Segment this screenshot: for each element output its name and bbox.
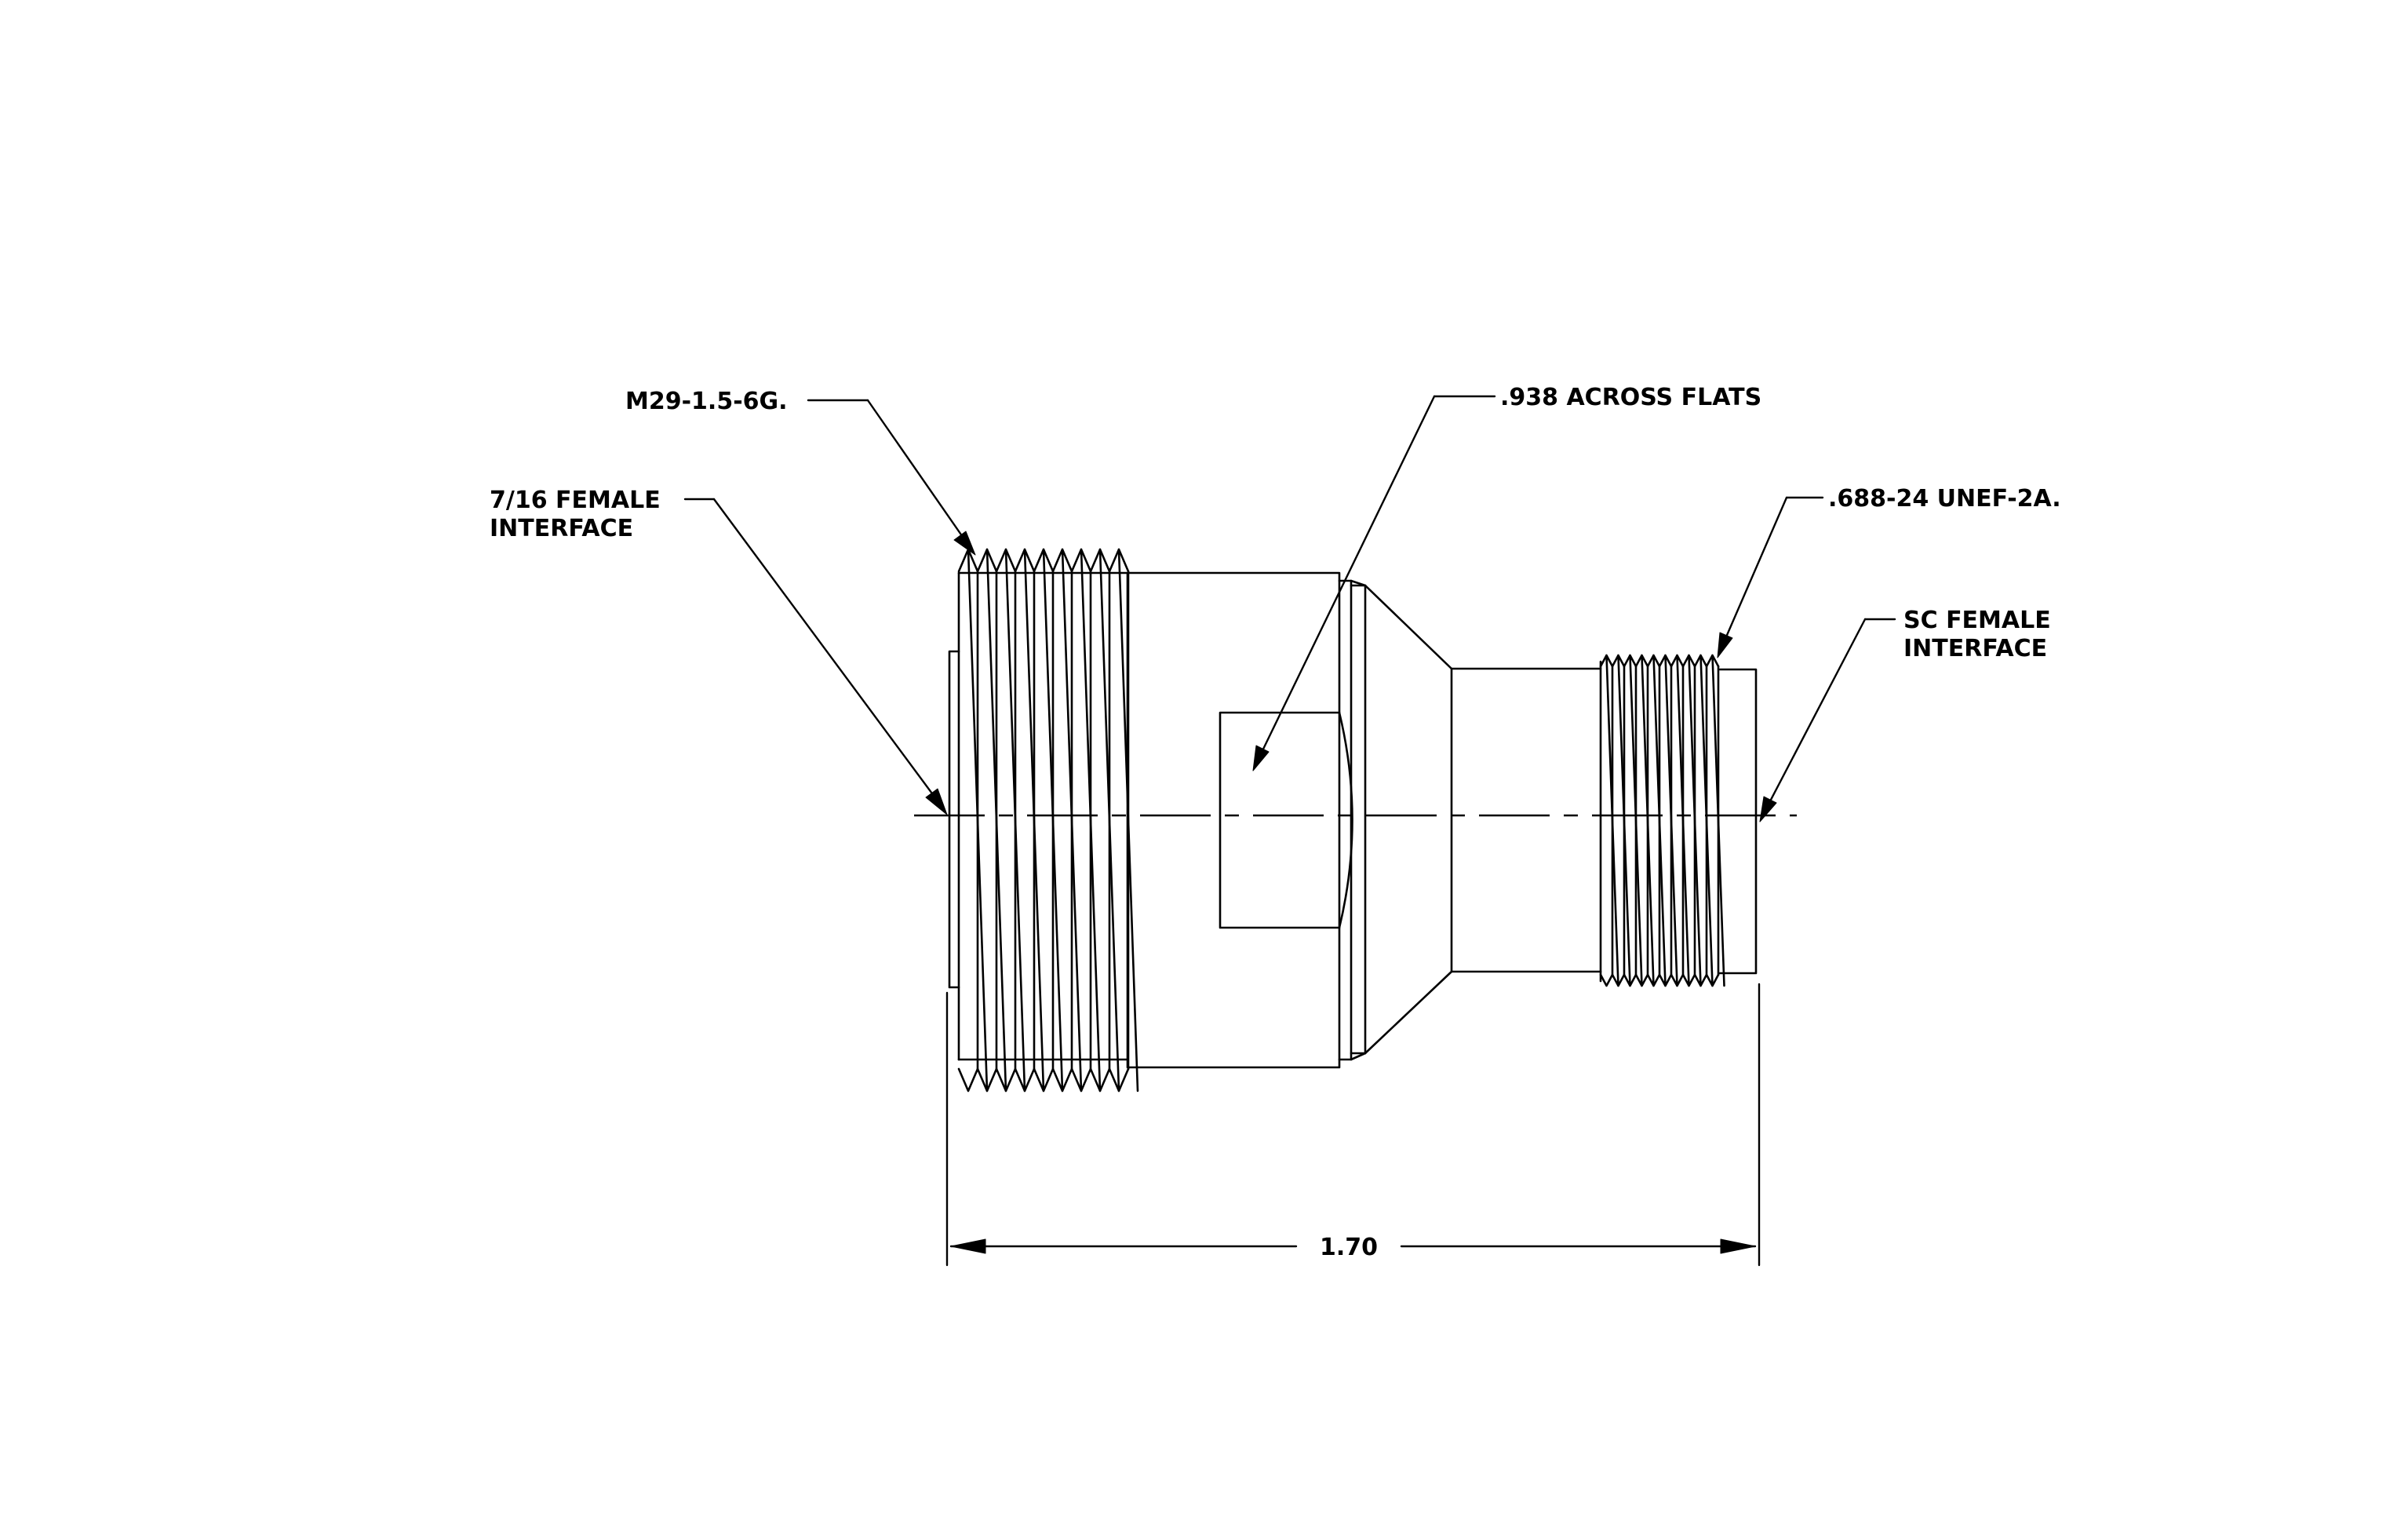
hex-flat-arc [1338,711,1353,929]
female-716-label-line2: INTERFACE [490,515,633,542]
hex-flat [1219,711,1341,929]
metric-thread-label: M29-1.5-6G. [625,388,788,415]
metric-thread-leader [807,399,976,556]
metric-thread-body [957,548,1139,1092]
overall-length-dimension [945,983,1761,1267]
across-flats-leader [1252,395,1496,771]
front-face-lip [948,650,960,989]
sc-female-label-line2: INTERFACE [1903,635,2047,662]
female-716-label-line1: 7/16 FEMALE [490,487,661,514]
female-716-leader [683,498,948,815]
sc-female-label-line1: SC FEMALE [1903,607,2051,634]
unef-thread-body [1599,654,1725,987]
taper-neck [1364,584,1602,1055]
sc-nose [1718,668,1758,975]
across-flats-label: .938 ACROSS FLATS [1500,384,1761,411]
overall-length-label: 1.70 [1320,1234,1378,1261]
unef-thread-leader [1717,496,1824,658]
hex-body [1126,571,1353,1069]
sc-female-leader [1759,618,1896,823]
unef-thread-label: .688-24 UNEF-2A. [1828,485,2061,512]
